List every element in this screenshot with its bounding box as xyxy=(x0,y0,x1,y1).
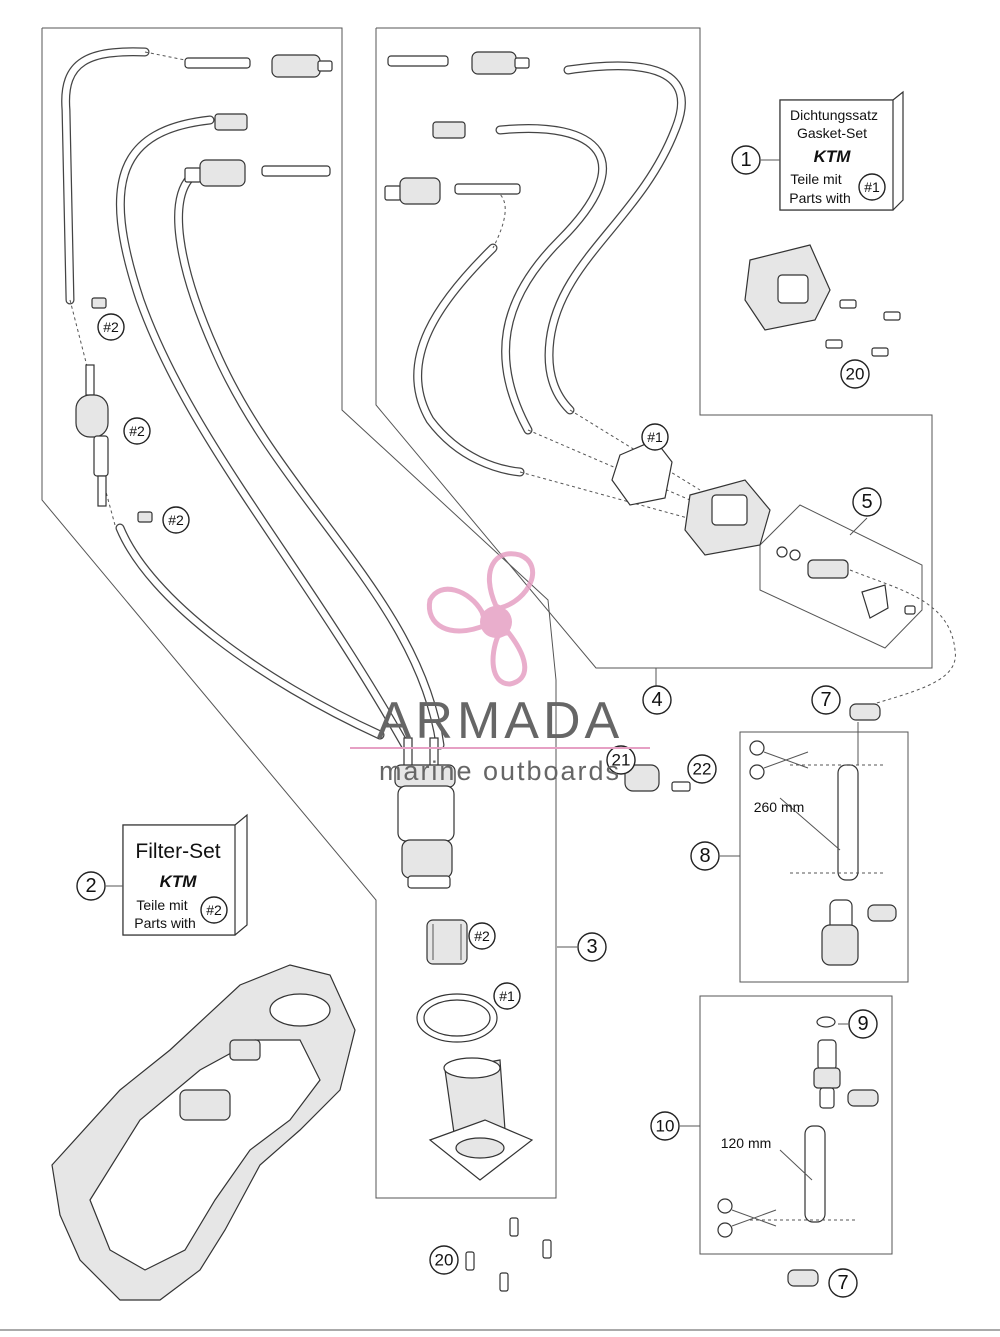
gasket-set-line3: Teile mit xyxy=(790,171,841,187)
svg-text:#1: #1 xyxy=(499,988,515,1004)
svg-text:#1: #1 xyxy=(647,429,663,445)
hose-clamp-small-lower xyxy=(137,511,153,523)
gasket-set-line2: Gasket-Set xyxy=(797,125,867,141)
svg-text:20: 20 xyxy=(846,365,865,384)
callout-22: 22 xyxy=(687,754,717,784)
hose-260mm xyxy=(779,703,897,966)
callout-7-lower: 7 xyxy=(828,1268,858,1298)
ref-mark-2-strainer: #2 xyxy=(468,922,496,950)
ref-mark-1-gasket: #1 xyxy=(641,423,669,451)
watermark-tagline: marine outboards xyxy=(379,756,621,786)
svg-text:1: 1 xyxy=(740,149,751,171)
ref-mark-2-clamp: #2 xyxy=(162,506,190,534)
filter-set-line2: Teile mit xyxy=(136,897,187,913)
filter-set-box: Filter-Set KTM Teile mit Parts with #2 xyxy=(122,813,248,936)
group-outline-hose-260 xyxy=(739,731,909,983)
gasket-set-box: Dichtungssatz Gasket-Set KTM Teile mit P… xyxy=(779,90,904,211)
quick-connector-left-mid xyxy=(184,159,331,187)
holder-screw xyxy=(671,781,691,792)
fuel-tank xyxy=(51,964,356,1301)
filter-set-mark: #2 xyxy=(206,902,222,918)
callout-leaders xyxy=(106,159,868,1127)
svg-text:4: 4 xyxy=(651,689,662,711)
dimension-label-120: 120 mm xyxy=(721,1135,772,1151)
callout-20-upper: 20 xyxy=(840,359,870,389)
svg-text:#2: #2 xyxy=(474,928,490,944)
pump-housing xyxy=(428,1057,534,1181)
electric-plug-left xyxy=(214,113,248,131)
group-outline-pump-assembly xyxy=(375,27,933,669)
callout-9: 9 xyxy=(848,1009,878,1039)
watermark-logo xyxy=(426,551,535,687)
svg-text:#2: #2 xyxy=(129,423,145,439)
watermark-name: ARMADA xyxy=(377,692,623,750)
quick-connector-left-top xyxy=(184,54,333,78)
callout-10: 10 xyxy=(650,1111,680,1141)
svg-text:5: 5 xyxy=(861,491,872,513)
fuel-hose-left xyxy=(61,47,445,750)
dimension-label-260: 260 mm xyxy=(754,799,805,815)
svg-text:2: 2 xyxy=(85,875,96,897)
fuel-filter xyxy=(75,364,109,507)
hose-120mm xyxy=(750,1016,879,1287)
callout-4: 4 xyxy=(642,685,672,715)
hose-link-dash-2 xyxy=(454,186,506,249)
gasket-set-brand-logo: KTM xyxy=(814,147,852,166)
gasket-set-line1: Dichtungssatz xyxy=(790,107,878,123)
callout-1: 1 xyxy=(731,145,761,175)
svg-text:7: 7 xyxy=(837,1272,848,1294)
electric-plug-right xyxy=(432,121,466,139)
flange-plug-spare xyxy=(744,244,831,331)
gasket-set-mark: #1 xyxy=(864,179,880,195)
svg-text:9: 9 xyxy=(857,1013,868,1035)
group-outline-sensor xyxy=(759,504,923,649)
callout-5: 5 xyxy=(852,487,882,517)
gasket-set-line4: Parts with xyxy=(789,190,850,206)
callout-21: 21 xyxy=(606,745,636,775)
hose-clamp-small-upper xyxy=(91,297,107,309)
svg-text:22: 22 xyxy=(693,760,712,779)
sensor-hose-dash xyxy=(849,569,956,706)
svg-text:#2: #2 xyxy=(103,319,119,335)
hose-link-dash xyxy=(144,51,186,61)
svg-text:7: 7 xyxy=(820,689,831,711)
svg-text:20: 20 xyxy=(435,1251,454,1270)
svg-text:3: 3 xyxy=(586,936,597,958)
callout-3: 3 xyxy=(577,932,607,962)
holder-clamp xyxy=(624,764,660,792)
callout-2: 2 xyxy=(76,871,106,901)
pump-flange-plug xyxy=(684,479,771,556)
fuel-pump xyxy=(394,737,456,889)
group-outline-left xyxy=(41,27,557,1199)
level-sensor xyxy=(776,546,916,619)
screw-set-top xyxy=(825,299,901,357)
callout-20-lower: 20 xyxy=(429,1245,459,1275)
callout-8: 8 xyxy=(690,841,720,871)
quick-connector-right-mid xyxy=(384,177,521,205)
callout-7-upper: 7 xyxy=(811,685,841,715)
filter-set-brand-logo: KTM xyxy=(160,872,198,891)
scissors-icon xyxy=(749,740,809,780)
svg-text:10: 10 xyxy=(656,1117,675,1136)
pump-flange-seal xyxy=(416,993,498,1043)
svg-text:#2: #2 xyxy=(168,512,184,528)
pump-strainer xyxy=(426,919,468,965)
group-outline-hose-120 xyxy=(699,995,893,1255)
filter-link-dash xyxy=(69,299,116,526)
ref-mark-2-filter: #2 xyxy=(123,417,151,445)
flange-gasket xyxy=(611,439,673,506)
hose-routing-dash xyxy=(519,409,701,521)
fuel-hose-assembly xyxy=(413,61,686,477)
scissors-icon xyxy=(717,1198,777,1238)
filter-set-line3: Parts with xyxy=(134,915,195,931)
ref-mark-1-seal: #1 xyxy=(493,982,521,1010)
svg-text:21: 21 xyxy=(612,751,631,770)
svg-text:8: 8 xyxy=(699,845,710,867)
quick-connector-right-top xyxy=(387,51,530,75)
screw-set-bottom xyxy=(465,1217,552,1292)
ref-mark-2-upper: #2 xyxy=(97,313,125,341)
filter-set-line1: Filter-Set xyxy=(135,840,220,863)
